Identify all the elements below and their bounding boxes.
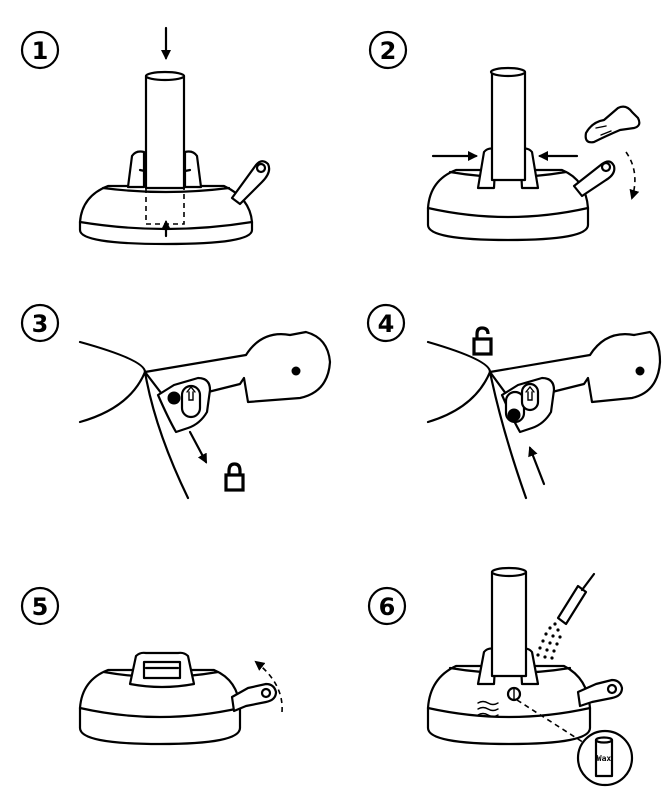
base-edge <box>488 370 528 500</box>
lever <box>230 682 278 713</box>
arrow-slide-icon <box>528 446 546 486</box>
step-6-panel: 6 <box>367 566 634 787</box>
lever <box>572 160 616 198</box>
stand-base <box>78 668 242 746</box>
step-2-badge: 2 <box>368 30 408 70</box>
wax-stick-icon: Wax <box>594 736 614 778</box>
base-edge <box>143 370 190 500</box>
step-3-panel: 3 <box>20 303 332 500</box>
step-1-number: 1 <box>32 37 49 65</box>
arrow-press-down-icon <box>625 151 640 200</box>
lock-button <box>167 391 181 405</box>
foot-icon <box>584 105 641 144</box>
lever-closeup <box>143 330 332 434</box>
lever-closeup <box>488 330 662 434</box>
arrow-lift-icon <box>254 660 283 713</box>
tree-trunk <box>144 70 186 225</box>
step-4-number: 4 <box>378 310 395 338</box>
arrow-icon <box>525 385 535 401</box>
water-waves-icon <box>477 700 499 718</box>
step-5-badge: 5 <box>20 586 60 626</box>
step-1-badge: 1 <box>20 30 60 70</box>
step-3-number: 3 <box>32 310 49 338</box>
lock-button <box>507 408 521 422</box>
wax-label: Wax <box>597 754 612 763</box>
stand-base <box>426 168 590 242</box>
arrow-icon <box>186 385 196 401</box>
spray-nozzle-icon <box>556 572 596 626</box>
water-fill-hole <box>506 686 522 702</box>
step-2-panel: 2 <box>368 30 641 242</box>
pivot-dot <box>291 366 301 376</box>
clamp-closed <box>128 651 196 689</box>
stand-base <box>426 664 592 746</box>
tree-trunk <box>490 566 528 678</box>
step-1-panel: 1 <box>20 26 271 246</box>
step-3-badge: 3 <box>20 303 60 343</box>
step-5-panel: 5 <box>20 586 283 746</box>
wax-callout: Wax <box>576 729 634 787</box>
step-6-number: 6 <box>379 593 396 621</box>
padlock-open-icon <box>472 326 493 356</box>
arrow-slide-icon <box>188 430 208 464</box>
pivot-dot <box>635 366 645 376</box>
base-edge <box>78 340 147 424</box>
step-6-badge: 6 <box>367 586 407 626</box>
step-5-number: 5 <box>32 593 49 621</box>
tree-trunk <box>489 66 527 182</box>
callout-line <box>516 699 593 749</box>
lever <box>230 160 271 206</box>
step-4-badge: 4 <box>366 303 406 343</box>
step-2-number: 2 <box>380 37 397 65</box>
step-4-panel: 4 <box>366 303 662 500</box>
spray-dots <box>536 622 562 660</box>
padlock-closed-icon <box>224 462 245 492</box>
lever <box>576 678 624 708</box>
